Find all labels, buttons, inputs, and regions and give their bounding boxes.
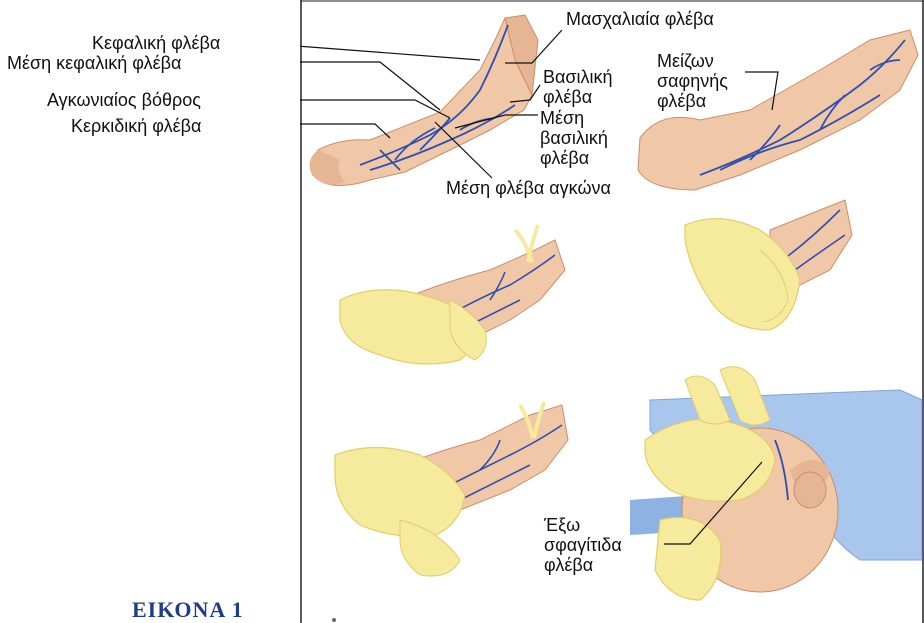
label-basilic-line2: φλέβα <box>543 87 613 107</box>
label-basilic-vein: Βασιλική φλέβα <box>543 67 613 107</box>
label-great-saphenous-vein: Μείζων σαφηνής φλέβα <box>657 51 728 111</box>
label-median-basilic-vein: Μέση βασιλική φλέβα <box>540 108 608 168</box>
label-axillary-vein: Μασχαλιαία φλέβα <box>566 9 714 29</box>
label-external-jugular-vein: Έξω σφαγίτιδα φλέβα <box>544 515 622 575</box>
figure-caption: ΕΙΚΟΝΑ 1 <box>132 597 244 623</box>
leader-cephalic <box>300 42 480 60</box>
leader-radial <box>300 124 390 138</box>
label-radial-vein: Κερκιδική φλέβα <box>71 116 201 136</box>
label-cephalic-vein: Κεφαλική φλέβα <box>92 33 220 53</box>
label-median-basilic-line3: φλέβα <box>540 148 608 168</box>
hand-tourniquet-illustration-2 <box>335 402 568 576</box>
label-jugular-line2: σφαγίτιδα <box>544 535 622 555</box>
label-jugular-line1: Έξω <box>544 515 622 535</box>
infant-jugular-illustration <box>630 367 922 600</box>
label-saphenous-line3: φλέβα <box>657 91 728 111</box>
panel-mark <box>332 618 336 622</box>
hand-tourniquet-illustration <box>340 225 565 364</box>
label-median-basilic-line1: Μέση <box>540 108 608 128</box>
leader-antecubital <box>300 100 450 118</box>
label-saphenous-line1: Μείζων <box>657 51 728 71</box>
label-jugular-line3: φλέβα <box>544 555 622 575</box>
label-median-basilic-line2: βασιλική <box>540 128 608 148</box>
label-median-cubital-vein: Μέση φλέβα αγκώνα <box>446 178 611 198</box>
label-median-cephalic-vein: Μέση κεφαλική φλέβα <box>7 53 181 73</box>
leader-median-cephalic <box>300 62 440 110</box>
label-saphenous-line2: σαφηνής <box>657 71 728 91</box>
label-antecubital-fossa: Αγκωνιαίος βόθρος <box>47 90 201 110</box>
foot-glove-illustration <box>685 200 852 330</box>
label-basilic-line1: Βασιλική <box>543 67 613 87</box>
